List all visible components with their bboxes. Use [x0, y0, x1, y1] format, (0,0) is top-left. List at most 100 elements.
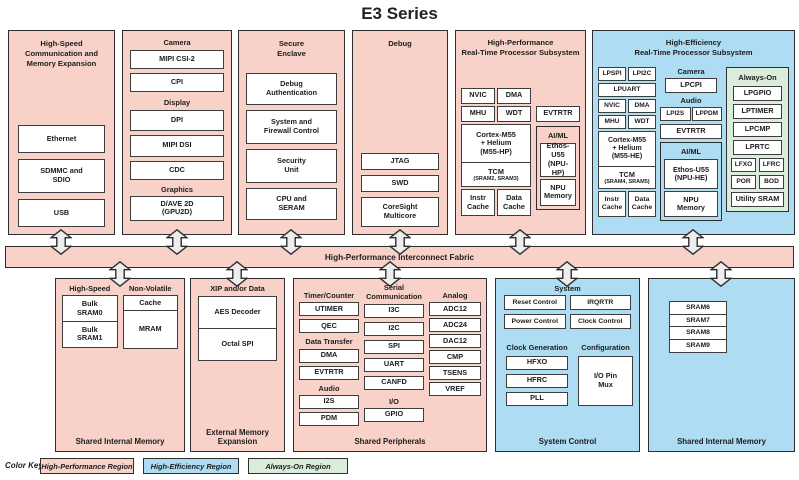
dpi-box: DPI — [130, 109, 224, 131]
pll-box: PLL — [506, 391, 568, 406]
evtrtr-box: EVTRTR — [660, 124, 722, 140]
mipi-dsi-box: MIPI DSI — [130, 134, 224, 157]
lfxo-box: LFXO — [731, 157, 756, 172]
cmp-box: CMP — [429, 350, 481, 365]
adc12-box: ADC12 — [429, 302, 481, 317]
aiml-header: AI/ML — [547, 130, 569, 140]
lptimer-box: LPTIMER — [733, 103, 782, 119]
cache-box: Cache — [122, 295, 178, 312]
lpspi-box: LPSPI — [598, 66, 626, 81]
io-pin-mux-box: I/O Pin Mux — [578, 355, 633, 406]
lpi2s-box: LPI2S — [660, 107, 691, 122]
fabric-label: High-Performance Interconnect Fabric — [324, 252, 475, 262]
bidirectional-arrow-icon — [509, 229, 531, 255]
block-footer: External Memory Expansion — [206, 428, 269, 446]
page-title: E3 Series — [361, 4, 438, 23]
hfrc-box: HFRC — [506, 373, 568, 388]
dac12-box: DAC12 — [429, 334, 481, 349]
cdc-box: CDC — [130, 160, 224, 180]
qec-box: QEC — [299, 319, 359, 334]
block-shared-peripherals: Timer/Counter UTIMER QEC Data Transfer D… — [293, 278, 487, 452]
always-on-panel: Always-On LPGPIO LPTIMER LPCMP LPRTC LFX… — [726, 66, 789, 212]
uart-box: UART — [364, 357, 424, 372]
dma-box: DMA — [628, 98, 656, 113]
cpu-seram-box: CPU and SERAM — [246, 187, 337, 220]
wdt-box: WDT — [497, 105, 531, 122]
audio-header: Audio — [318, 383, 340, 393]
lppdm-box: LPPDM — [691, 107, 722, 122]
data-cache-box: Data Cache — [497, 189, 531, 217]
mhu-box: MHU — [598, 114, 626, 129]
ethos-u55-hp-box: Ethos-U55 (NPU-HP) — [540, 142, 576, 177]
analog-column: Analog ADC12 ADC24 DAC12 CMP TSENS VREF — [429, 283, 481, 437]
subsystem-columns: LPSPI LPI2C LPUART NVIC DMA MHU WDT Cort… — [598, 66, 789, 222]
aes-decoder-box: AES Decoder — [198, 296, 277, 330]
sdmmc-sdio-box: SDMMC and SDIO — [18, 159, 105, 193]
block-title: High-Speed Communication and Memory Expa… — [25, 39, 98, 68]
display-header: Display — [163, 98, 191, 108]
block-debug: Debug JTAG SWD CoreSight Multicore — [352, 30, 448, 235]
xip-data-header: XIP and/or Data — [210, 284, 265, 293]
wdt-box: WDT — [628, 114, 656, 129]
aiml-panel: AI/ML Ethos-U55 (NPU-HE) NPU Memory — [660, 142, 722, 222]
cpi-box: CPI — [130, 73, 224, 93]
block-high-speed-comm-mem-expansion: High-Speed Communication and Memory Expa… — [8, 30, 115, 235]
utimer-box: UTIMER — [299, 302, 359, 317]
color-key-label: Color Key: — [5, 461, 46, 470]
jtag-box: JTAG — [361, 153, 439, 170]
color-key-item-label: High-Performance Region — [41, 461, 133, 471]
block-title: High-Efficiency Real-Time Processor Subs… — [634, 38, 753, 57]
sram9-box: SRAM9 — [669, 339, 727, 354]
analog-header: Analog — [442, 291, 468, 300]
system-header: System — [554, 284, 581, 293]
instr-cache-box: Instr Cache — [598, 191, 626, 218]
bidirectional-arrow-icon — [226, 261, 248, 287]
power-control-box: Power Control — [504, 314, 566, 330]
cortex-m55-he-box: Cortex-M55 + Helium (M55-HE) — [598, 130, 656, 168]
octal-spi-box: Octal SPI — [198, 327, 277, 361]
npu-memory-box: NPU Memory — [540, 178, 576, 206]
block-he-subsystem: High-Efficiency Real-Time Processor Subs… — [592, 30, 795, 235]
high-speed-header: High-Speed — [69, 284, 111, 293]
evtrtr-box: EVTRTR — [299, 365, 359, 380]
clock-generation-column: Clock Generation HFXO HFRC PLL — [502, 343, 572, 406]
bidirectional-arrow-icon — [109, 261, 131, 287]
i3c-box: I3C — [364, 303, 424, 318]
tcm-srams-label: (SRAM4, SRAM5) — [604, 179, 650, 186]
debug-authentication-box: Debug Authentication — [246, 72, 337, 105]
aiml-header: AI/ML — [680, 147, 702, 157]
i2c-box: I2C — [364, 321, 424, 336]
subsystem-columns: NVIC DMA MHU WDT Cortex-M55 + Helium (M5… — [461, 87, 580, 217]
color-key-item-label: Always-On Region — [265, 461, 331, 471]
block-title: Secure Enclave — [277, 39, 306, 58]
bidirectional-arrow-icon — [166, 229, 188, 255]
ethos-u55-he-box: Ethos-U55 (NPU-HE) — [664, 159, 718, 190]
bidirectional-arrow-icon — [379, 261, 401, 287]
graphics-header: Graphics — [160, 184, 194, 194]
lpi2c-box: LPI2C — [628, 66, 656, 81]
reset-control-box: Reset Control — [504, 295, 566, 311]
system-firewall-control-box: System and Firewall Control — [246, 109, 337, 144]
tcm-box: TCM (SRAM4, SRAM5) — [598, 166, 656, 190]
block-title: Debug — [388, 39, 412, 48]
peripheral-columns: Timer/Counter UTIMER QEC Data Transfer D… — [299, 283, 481, 437]
mram-box: MRAM — [122, 309, 178, 349]
pdm-box: PDM — [299, 411, 359, 426]
audio-header: Audio — [680, 95, 702, 105]
always-on-column: Always-On LPGPIO LPTIMER LPCMP LPRTC LFX… — [726, 66, 789, 212]
mipi-csi2-box: MIPI CSI-2 — [130, 50, 224, 70]
dma-box: DMA — [299, 348, 359, 363]
cpu-column: NVIC DMA MHU WDT Cortex-M55 + Helium (M5… — [461, 87, 531, 217]
bidirectional-arrow-icon — [50, 229, 72, 255]
serial-io-column: Serial Communication I3C I2C SPI UART CA… — [364, 283, 424, 437]
high-speed-column: High-Speed Bulk SRAM0 Bulk SRAM1 — [62, 284, 118, 349]
spi-box: SPI — [364, 339, 424, 354]
memory-columns: High-Speed Bulk SRAM0 Bulk SRAM1 Non-Vol… — [62, 284, 178, 349]
block-footer: Shared Internal Memory — [75, 437, 165, 446]
bidirectional-arrow-icon — [280, 229, 302, 255]
canfd-box: CANFD — [364, 375, 424, 390]
always-on-header: Always-On — [738, 72, 777, 82]
lfrc-box: LFRC — [759, 157, 784, 172]
aiml-panel: AI/ML Ethos-U55 (NPU-HP) NPU Memory — [536, 125, 580, 210]
